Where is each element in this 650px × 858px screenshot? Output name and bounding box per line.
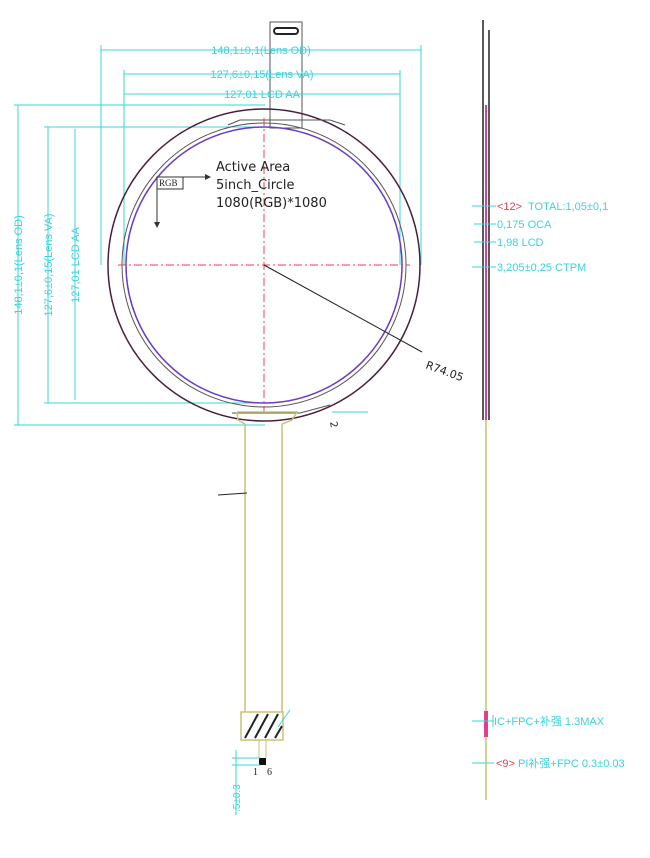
svg-text:127,6±0,15(Lens VA): 127,6±0,15(Lens VA) <box>43 213 55 316</box>
pin-block <box>259 758 266 765</box>
radius-leader <box>263 264 423 353</box>
svg-text:0,175 OCA: 0,175 OCA <box>497 219 552 231</box>
lens-outline <box>107 108 421 422</box>
svg-text:127,01 LCD AA: 127,01 LCD AA <box>224 89 300 101</box>
svg-text:3,205±0,25 CTPM: 3,205±0,25 CTPM <box>497 262 586 274</box>
svg-text:Active Area: Active Area <box>216 160 290 175</box>
top-dimension-lens-od: 148,1±0,1(Lens OD) <box>100 45 422 265</box>
left-dimension-lens-va: 127,6±0,15(Lens VA) <box>43 126 265 404</box>
tail-dimension: .5±0.3 <box>232 750 260 815</box>
top-dimension-lcd-aa: 127,01 LCD AA <box>124 89 400 101</box>
svg-text:IC+FPC+补强 1.3MAX: IC+FPC+补强 1.3MAX <box>494 715 605 728</box>
svg-text:127,6±0,15(Lens VA): 127,6±0,15(Lens VA) <box>210 69 313 81</box>
svg-text:148,1±0,1(Lens OD): 148,1±0,1(Lens OD) <box>211 45 311 57</box>
top-dimension-lens-va: 127,6±0,15(Lens VA) <box>123 69 401 265</box>
svg-text:RGB: RGB <box>159 178 178 188</box>
connector <box>273 27 299 35</box>
svg-text:1,98 LCD: 1,98 LCD <box>497 237 544 249</box>
fpc-tail <box>236 411 299 712</box>
svg-text:.5±0.3: .5±0.3 <box>232 784 243 812</box>
small-dimension: 2 <box>327 421 339 429</box>
svg-text:148,1±0,1(Lens OD): 148,1±0,1(Lens OD) <box>13 215 25 315</box>
stiffener <box>240 711 284 741</box>
left-dimension-lcd-aa: 127,01 LCD AA <box>70 129 82 400</box>
svg-text:<9>: <9> <box>496 758 515 770</box>
svg-text:1: 1 <box>253 767 258 778</box>
side-view-labels: <12> TOTAL:1,05±0,1 0,175 OCA 1,98 LCD 3… <box>472 201 625 770</box>
radius-label: R74.05 <box>424 359 465 385</box>
svg-text:6: 6 <box>267 767 272 778</box>
side-view <box>482 20 490 800</box>
svg-text:127,01 LCD AA: 127,01 LCD AA <box>70 226 82 302</box>
svg-text:1080(RGB)*1080: 1080(RGB)*1080 <box>216 196 327 211</box>
left-dimension-lens-od: 148,1±0,1(Lens OD) <box>13 104 265 426</box>
svg-text:PI补强+FPC 0.3±0.03: PI补强+FPC 0.3±0.03 <box>518 757 625 770</box>
svg-text:TOTAL:1,05±0,1: TOTAL:1,05±0,1 <box>528 201 608 213</box>
active-area-note: RGB Active Area 5inch_Circle 1080(RGB)*1… <box>154 160 327 228</box>
top-fpc <box>269 21 303 129</box>
svg-text:<12>: <12> <box>497 201 522 213</box>
svg-text:5inch_Circle: 5inch_Circle <box>216 178 295 193</box>
